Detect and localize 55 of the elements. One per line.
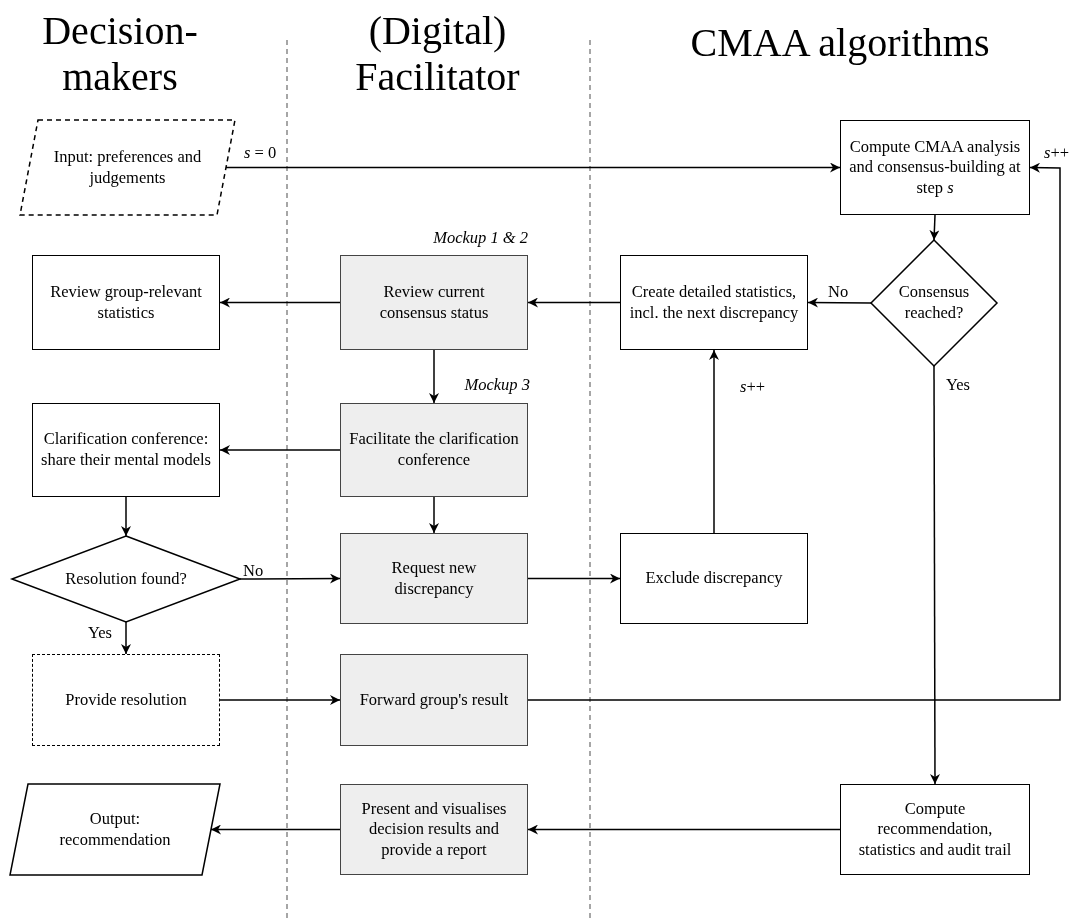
arrow [225,162,841,173]
arrow [429,496,439,534]
arrow [527,162,1061,701]
arrow [121,621,131,655]
process-box [840,120,1030,215]
arrow [429,349,439,404]
lane-header: CMAA algorithms [689,20,991,66]
data-parallelogram [10,784,220,875]
arrow [239,573,341,584]
node-text: Consensus reached? [897,282,971,324]
process-box [620,533,808,624]
arrow [807,297,872,308]
node-text: Resolution found? [65,568,187,590]
node-text: Create detailed statistics, incl. the next discrepancy [628,281,800,324]
node-text: Present and visualises decision results and provide a report [360,798,508,861]
process-box [32,654,220,746]
process-box [32,255,220,350]
arrow [527,573,621,584]
decision-diamond [871,240,997,366]
process-box [840,784,1030,875]
data-parallelogram [20,120,235,215]
node-text: Provide resolution [65,689,187,711]
mockup-note: Mockup 3 [463,375,530,395]
arrow [709,349,719,534]
node-text: Request new discrepancy [390,557,478,600]
mockup-note: Mockup 1 & 2 [432,228,528,248]
lane-header: (Digital) Facilitator [354,8,521,100]
node-text: Review current consensus status [378,281,490,324]
process-box [340,403,528,497]
process-box [340,255,528,350]
node-text: Forward group's result [359,689,509,711]
node-text: Input: preferences and judgements [52,146,203,189]
arrow [219,297,341,308]
node-text: Output: recommendation [58,808,172,851]
arrow [121,496,131,537]
arrow [210,824,341,835]
node-text: Exclude discrepancy [645,568,783,589]
arrow [219,695,341,705]
node-text: Clarification conference: share their mental models [40,429,212,471]
process-box [620,255,808,350]
process-box [32,403,220,497]
process-box [340,654,528,746]
process-box [340,533,528,624]
lane-header: Decision-makers [41,8,199,100]
arrow [219,445,341,455]
decision-diamond [12,536,240,622]
process-box [340,784,528,875]
arrow [929,214,940,241]
node-text: Compute CMAA analysis and consensus-building at step s [848,136,1022,199]
arrow [930,365,940,785]
node-text: Facilitate the clarification conference [348,429,520,471]
node-text: Compute recommendation, statistics and audit trail [857,798,1013,861]
arrow [527,824,841,835]
node-text: Review group-relevant statistics [49,281,203,324]
arrow [527,297,621,308]
